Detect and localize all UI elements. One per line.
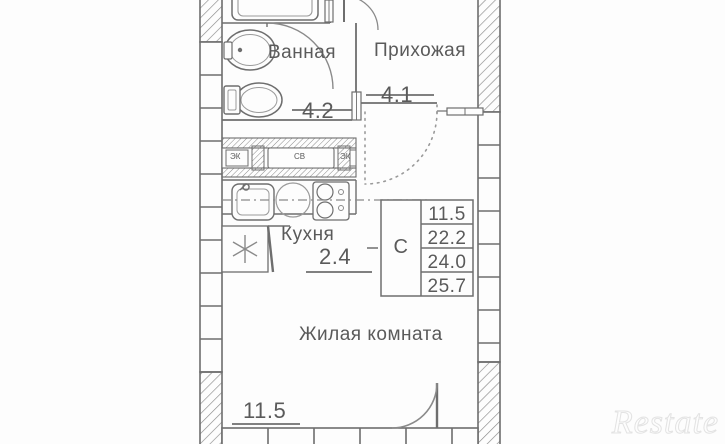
room-label-kitchen: Кухня [281,224,335,245]
appliance-tag-fridge: ЭК [230,152,241,161]
room-label-hallway: Прихожая [374,40,467,61]
spec-value-living-area: 11.5 [428,204,466,225]
appliance-tag-microwave: СВ [294,152,306,161]
room-label-living-room: Жилая комната [299,324,443,345]
room-area-kitchen: 2.4 [319,244,352,269]
spec-value-usable-area: 22.2 [427,228,467,249]
spec-apartment-type: С [393,236,409,258]
appliance-tag-oven: ЭК [340,152,351,161]
room-area-bathroom: 4.2 [302,98,335,123]
room-area-living-room: 11.5 [243,398,287,423]
room-area-hallway: 4.1 [381,82,414,107]
room-label-bathroom: Ванная [268,42,337,63]
watermark-restate: Restate [611,404,719,442]
spec-value-total-area: 24.0 [427,252,467,273]
spec-value-gross-area: 25.7 [427,276,467,297]
